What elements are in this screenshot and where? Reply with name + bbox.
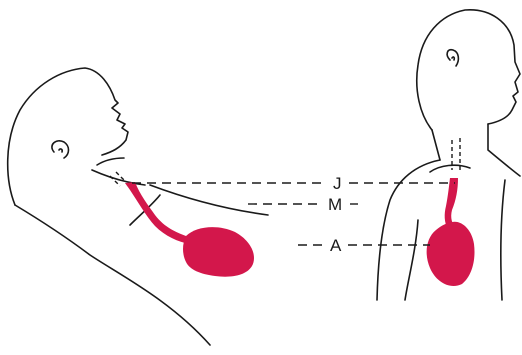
standing-figure bbox=[377, 10, 520, 300]
reclining-ear bbox=[52, 141, 69, 158]
standing-neck-back bbox=[432, 130, 440, 160]
standing-clavicle bbox=[430, 165, 470, 172]
standing-head-outline bbox=[417, 10, 520, 130]
reclining-figure bbox=[8, 68, 268, 345]
standing-arm bbox=[405, 220, 418, 300]
standing-neck-front bbox=[488, 124, 520, 176]
reclining-jaw bbox=[97, 158, 124, 165]
reclining-chest bbox=[150, 185, 268, 215]
label-j: J bbox=[333, 174, 342, 193]
label-m: M bbox=[328, 195, 342, 214]
label-a: A bbox=[330, 236, 342, 255]
reclining-heart bbox=[183, 227, 254, 277]
reclining-back bbox=[15, 205, 210, 345]
standing-ear bbox=[447, 50, 458, 66]
reclining-jugular-vein bbox=[125, 182, 190, 244]
reclining-head-outline bbox=[8, 68, 128, 205]
standing-heart bbox=[427, 222, 475, 286]
standing-chest-front bbox=[501, 180, 505, 300]
